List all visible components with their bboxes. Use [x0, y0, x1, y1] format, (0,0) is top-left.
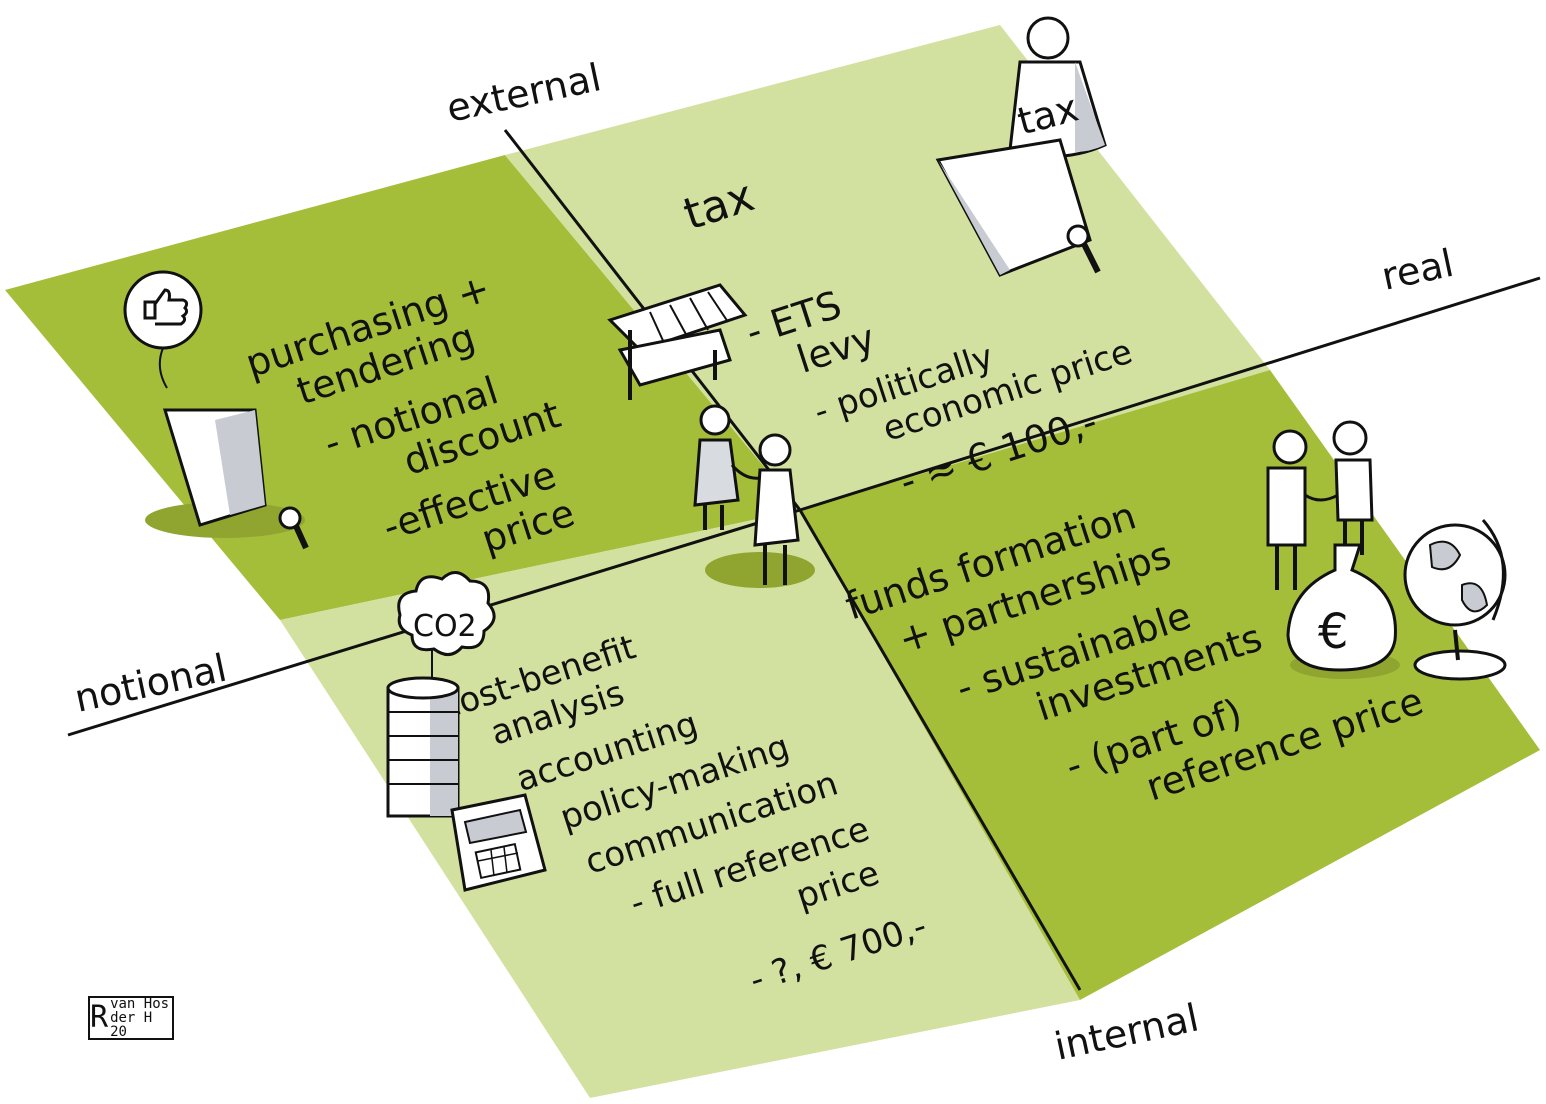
signature-line-2: der H 20: [110, 1010, 153, 1040]
coin-stack-icon: [386, 676, 460, 818]
co2-cloud-icon: CO2: [397, 571, 496, 680]
handshake-people-center-icon: [693, 404, 815, 588]
signature-detail: van Hos der H 20: [110, 997, 172, 1039]
signature-initial: R: [90, 1000, 109, 1035]
axis-label-external: external: [443, 55, 605, 131]
tax-weight-icon: tax: [1008, 16, 1107, 158]
signature-line-1: van Hos: [110, 996, 170, 1012]
globe-icon: [1403, 519, 1507, 681]
axis-label-internal: internal: [1051, 995, 1203, 1068]
axis-label-real: real: [1378, 241, 1458, 299]
calculator-icon: [450, 793, 547, 892]
tax-document-icon: [935, 138, 1101, 277]
artist-signature: R van Hos der H 20: [88, 996, 174, 1040]
quadrant-bottom-left-area: [280, 510, 1080, 1098]
quadrant-bottom-right-area: [800, 370, 1540, 1000]
axis-notional-real: [67, 276, 1541, 737]
money-bag-euro: €: [1318, 604, 1349, 660]
thumbs-up-balloon-icon: [123, 270, 309, 550]
handshake-people-right-icon: [1266, 420, 1374, 590]
market-stall-icon: [607, 283, 748, 400]
money-bag-icon: €: [1286, 543, 1400, 679]
co2-label: CO2: [413, 609, 477, 644]
